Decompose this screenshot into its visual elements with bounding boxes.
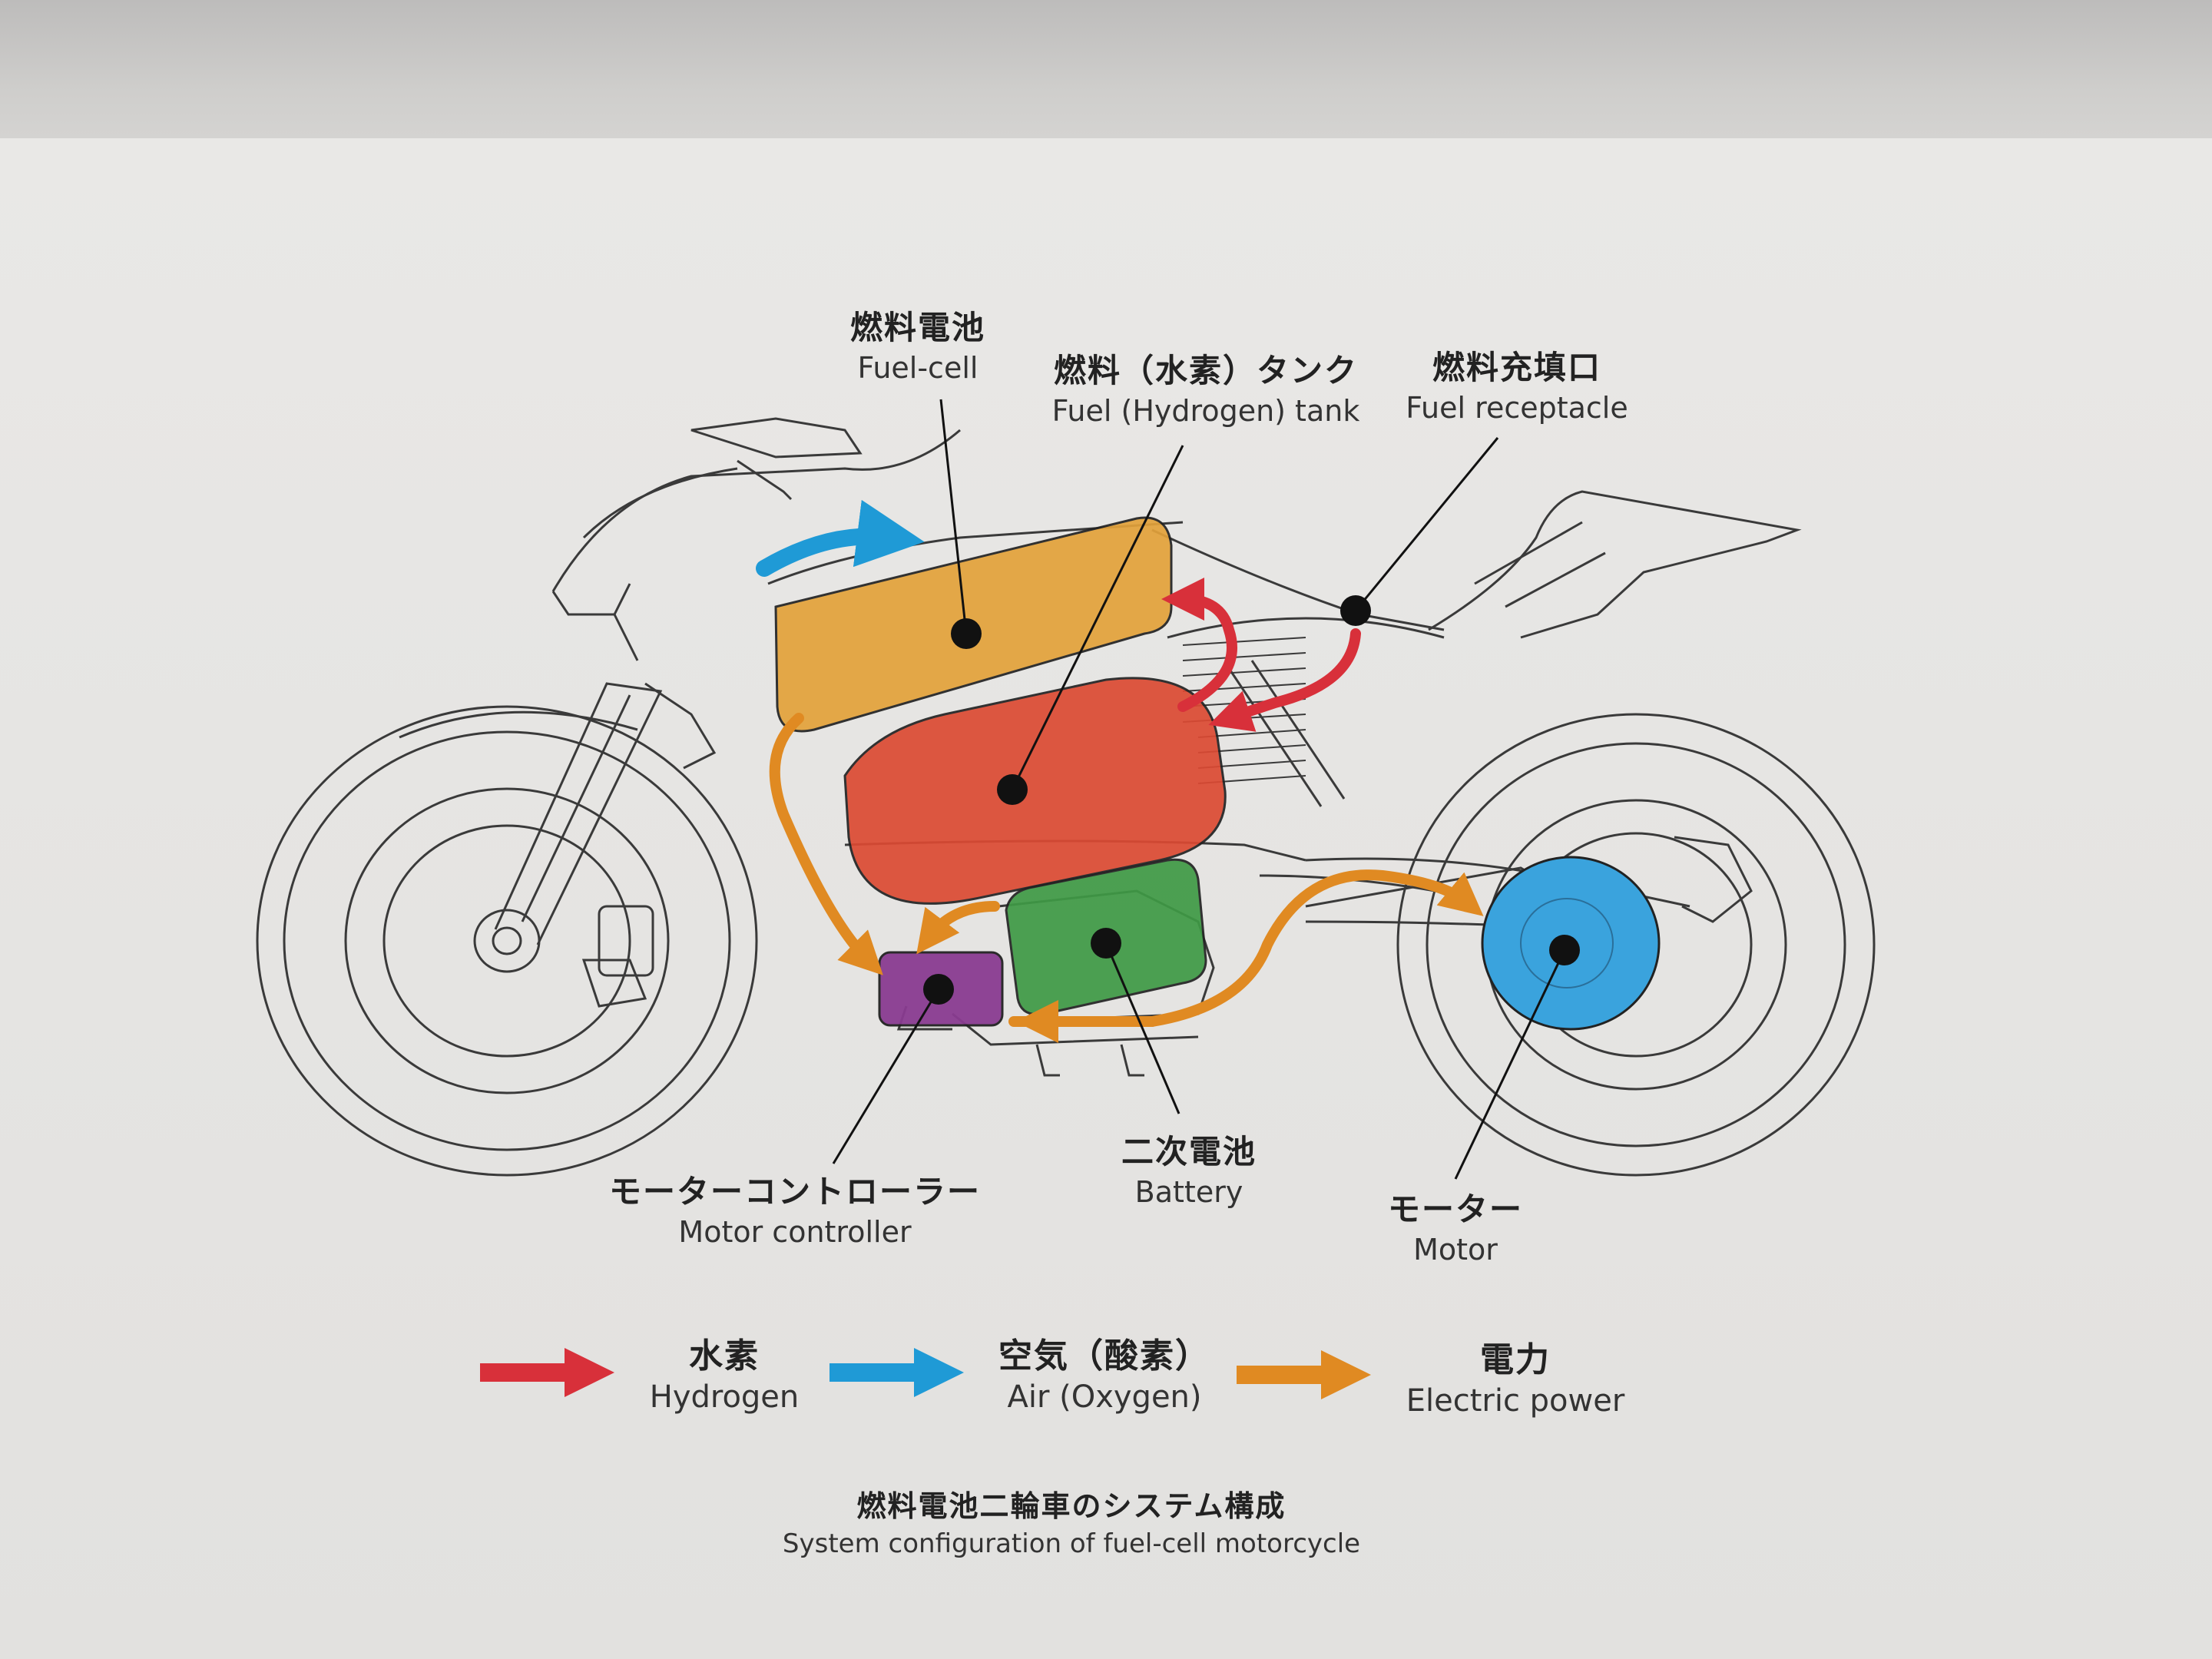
legend-hydrogen: 水素 Hydrogen <box>650 1335 800 1416</box>
label-motor-controller: モーターコントローラー Motor controller <box>609 1171 981 1251</box>
air-arrow <box>756 499 925 577</box>
legend-hydrogen-jp: 水素 <box>689 1336 760 1376</box>
label-fuel-cell-jp: 燃料電池 <box>849 309 986 346</box>
legend-arrows <box>480 1348 1371 1399</box>
legend-air-en: Air (Oxygen) <box>1007 1379 1202 1415</box>
rear-tail <box>1428 490 1802 639</box>
leader-dots <box>923 595 1580 1005</box>
label-fuel-receptacle-jp: 燃料充填口 <box>1432 349 1602 386</box>
label-motor-controller-jp: モーターコントローラー <box>608 1173 982 1210</box>
legend-electric-power: 電力 Electric power <box>1406 1339 1625 1420</box>
hydrogen-arrow-to-cell <box>1161 578 1237 712</box>
label-hydrogen-tank-jp: 燃料（水素）タンク <box>1053 352 1359 389</box>
label-fuel-receptacle-en: Fuel receptacle <box>1406 391 1628 425</box>
legend-hydrogen-arrow-icon <box>480 1348 614 1397</box>
legend-electric-power-jp: 電力 <box>1479 1340 1551 1379</box>
label-fuel-cell: 燃料電池 Fuel-cell <box>850 307 985 387</box>
label-motor-jp: モーター <box>1387 1190 1524 1228</box>
figure-caption-en: System configuration of fuel-cell motorc… <box>782 1528 1361 1559</box>
handlebar <box>690 417 863 501</box>
label-battery-jp: 二次電池 <box>1121 1133 1257 1171</box>
legend-electric-arrow-icon <box>1237 1350 1371 1399</box>
legend-air: 空気（酸素） Air (Oxygen) <box>998 1335 1210 1416</box>
label-fuel-cell-en: Fuel-cell <box>857 351 979 385</box>
front-wheel <box>256 705 758 1177</box>
front-cowl <box>551 429 961 661</box>
label-motor-controller-en: Motor controller <box>678 1215 912 1249</box>
figure-caption-jp: 燃料電池二輪車のシステム構成 <box>856 1489 1286 1523</box>
label-battery: 二次電池 Battery <box>1121 1131 1257 1211</box>
power-arrow-to-motor <box>1008 869 1484 1027</box>
power-arrow-cell-to-controller <box>769 713 883 975</box>
legend-hydrogen-en: Hydrogen <box>649 1379 800 1415</box>
hydrogen-arrow-receptacle <box>1208 628 1361 732</box>
figure-caption: 燃料電池二輪車のシステム構成 System configuration of f… <box>783 1486 1360 1561</box>
power-arrow-battery-to-controller <box>916 901 1000 955</box>
label-hydrogen-tank: 燃料（水素）タンク Fuel (Hydrogen) tank <box>1052 350 1360 430</box>
label-fuel-receptacle: 燃料充填口 Fuel receptacle <box>1406 347 1628 427</box>
legend-air-arrow-icon <box>830 1348 964 1397</box>
hydrogen-tank-block <box>843 677 1227 905</box>
front-fork <box>494 682 717 1008</box>
front-fender <box>399 710 638 739</box>
legend-air-jp: 空気（酸素） <box>998 1336 1210 1376</box>
label-battery-en: Battery <box>1134 1175 1243 1209</box>
motorcycle-line-art <box>256 417 1876 1177</box>
label-hydrogen-tank-en: Fuel (Hydrogen) tank <box>1051 394 1360 428</box>
leader-lines <box>832 399 1566 1180</box>
legend-electric-power-en: Electric power <box>1406 1383 1625 1419</box>
flow-arrows <box>756 499 1484 1043</box>
label-motor-en: Motor <box>1413 1233 1498 1267</box>
label-motor: モーター Motor <box>1388 1189 1523 1269</box>
caliper-front <box>598 905 654 977</box>
background-top-band <box>0 0 2212 154</box>
